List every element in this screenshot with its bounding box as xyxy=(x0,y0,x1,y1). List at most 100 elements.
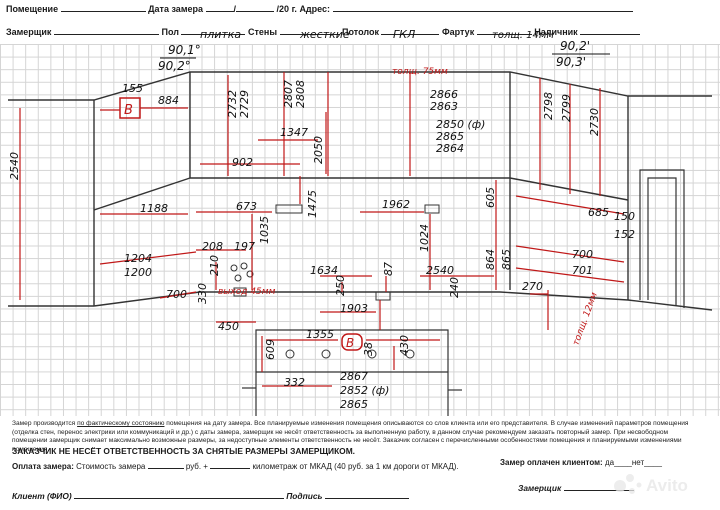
date-month-field[interactable] xyxy=(236,3,275,12)
cost-field[interactable] xyxy=(147,460,184,469)
dimension-label: 2852 (ф) xyxy=(340,384,389,397)
ceiling-value: ГКЛ xyxy=(393,28,415,41)
dimension-label: 250 xyxy=(334,275,347,296)
dimension-label: 864 xyxy=(484,249,497,270)
mileage-field[interactable] xyxy=(210,460,251,469)
floor-field[interactable] xyxy=(181,26,246,35)
no-responsibility-note: ЗАКАЗЧИК НЕ НЕСЁТ ОТВЕТСТВЕННОСТЬ ЗА СНЯ… xyxy=(12,446,356,456)
premises-label: Помещение xyxy=(6,4,59,14)
dimension-label: 450 xyxy=(218,320,239,333)
pipe-depth-note: толщ. 12мм xyxy=(571,291,600,347)
dimension-label: 1035 xyxy=(258,216,271,244)
dimension-label: 701 xyxy=(572,264,593,277)
dimension-label: 2540 xyxy=(8,152,21,180)
dimension-label: 609 xyxy=(264,339,277,360)
measurer-field[interactable] xyxy=(53,26,159,35)
disclaimer-underlined: по фактическому состоянию xyxy=(77,420,165,427)
dimension-label: 2807 xyxy=(282,80,295,108)
dimension-label: 2864 xyxy=(436,142,464,155)
dimension-label: 87 xyxy=(382,262,395,276)
dimension-label: 1962 xyxy=(382,198,410,211)
dimension-label: 332 xyxy=(284,376,305,389)
dimension-label: 1188 xyxy=(140,202,168,215)
paid-label: Замер оплачен клиентом: xyxy=(500,458,603,467)
premises-field[interactable] xyxy=(60,3,146,12)
dimension-label: 1200 xyxy=(124,266,152,279)
walls-field[interactable] xyxy=(279,26,340,35)
dimension-label: 155 xyxy=(122,82,143,95)
dimension-label: 673 xyxy=(236,200,257,213)
mileage-text: километраж от МКАД (40 руб. за 1 км доро… xyxy=(252,462,459,471)
dimension-label: 700 xyxy=(166,288,187,301)
dimension-label: 2730 xyxy=(588,108,601,136)
dimension-label: 2865 xyxy=(340,398,368,411)
apron-value: толщ. 14мм xyxy=(492,30,554,41)
dimension-label: 605 xyxy=(484,187,497,208)
box-letter-2: В xyxy=(346,336,354,350)
dimension-label: 240 xyxy=(448,277,461,298)
angle-left-top: 90,1° xyxy=(168,43,201,57)
dimension-arrows xyxy=(19,72,625,387)
dimension-label: 1204 xyxy=(124,252,152,265)
dimension-labels: 155 884 2732 2729 2807 2808 2866 2863 28… xyxy=(8,80,635,411)
dimension-label: 2050 xyxy=(312,136,325,164)
disclaimer-text: Замер производится по фактическому состо… xyxy=(12,420,689,453)
dimension-label: 270 xyxy=(522,280,543,293)
payment-label: Оплата замера: xyxy=(12,462,74,471)
signature-row: Клиент (ФИО) Подпись xyxy=(12,490,409,501)
dimension-label: 210 xyxy=(208,255,221,276)
avito-logo-icon xyxy=(614,474,642,494)
footer-measurer-label: Замерщик xyxy=(518,483,562,493)
avito-brand: Avito xyxy=(646,476,688,495)
box-letter: В xyxy=(124,103,133,118)
footer-measurer-field[interactable] xyxy=(563,482,634,491)
dimension-label: 2732 xyxy=(226,90,239,118)
angle-right-bottom: 90,3' xyxy=(556,55,586,69)
angle-right-top: 90,2' xyxy=(560,39,590,53)
floor-protrusion xyxy=(242,329,462,416)
apron-label: Фартук xyxy=(441,27,475,37)
client-label: Клиент (ФИО) xyxy=(12,491,72,501)
signature-field[interactable] xyxy=(324,490,409,499)
dimension-label: 2865 xyxy=(436,130,464,143)
dimension-label: 685 xyxy=(588,206,609,219)
address-field[interactable] xyxy=(332,3,633,12)
form-header-row-2: Замерщик Пол Стены Потолок Фартук Наличн… xyxy=(6,26,641,37)
dimension-label: 2863 xyxy=(430,100,458,113)
dimension-label: 1475 xyxy=(306,190,319,218)
cost-label: Стоимость замера xyxy=(76,462,146,471)
dimension-label: 330 xyxy=(196,283,209,304)
measurer-sign-row: Замерщик xyxy=(518,482,634,493)
walls-value: жесткие xyxy=(299,28,350,41)
date-year: /20 xyxy=(276,4,290,14)
dimension-label: 38 xyxy=(362,342,375,356)
dimension-label: 1634 xyxy=(310,264,338,277)
paid-yes[interactable]: да xyxy=(604,458,615,467)
dimension-label: 2866 xyxy=(430,88,458,101)
ceiling-label: Потолок xyxy=(342,27,379,37)
dimension-label: 2798 xyxy=(542,92,555,120)
date-day-field[interactable] xyxy=(205,3,234,12)
dimension-label: 902 xyxy=(232,156,253,169)
dimension-label: 700 xyxy=(572,248,593,261)
rub-plus: руб. + xyxy=(185,462,208,471)
dimension-label: 150 xyxy=(614,210,635,223)
dimension-label: 430 xyxy=(398,335,411,356)
dimension-label: 1347 xyxy=(280,126,308,139)
availability-field[interactable] xyxy=(580,26,641,35)
dimension-label: 208 xyxy=(202,240,223,253)
dimension-label: 1355 xyxy=(306,328,334,341)
payment-row: Оплата замера: Стоимость замера руб. + к… xyxy=(12,460,459,471)
dimension-label: 2729 xyxy=(238,90,251,118)
paid-row: Замер оплачен клиентом: да____нет____ xyxy=(500,458,662,467)
dimension-label: 884 xyxy=(158,94,179,107)
apron-field[interactable] xyxy=(476,26,532,35)
ceiling-field[interactable] xyxy=(381,26,440,35)
sockets xyxy=(230,204,440,359)
availability-label: Наличник xyxy=(534,27,578,37)
dimension-label: 2867 xyxy=(340,370,368,383)
paid-no[interactable]: нет xyxy=(631,458,645,467)
client-field[interactable] xyxy=(73,490,284,499)
dimension-label: 1024 xyxy=(418,224,431,252)
address-label: Адрес: xyxy=(299,4,331,14)
